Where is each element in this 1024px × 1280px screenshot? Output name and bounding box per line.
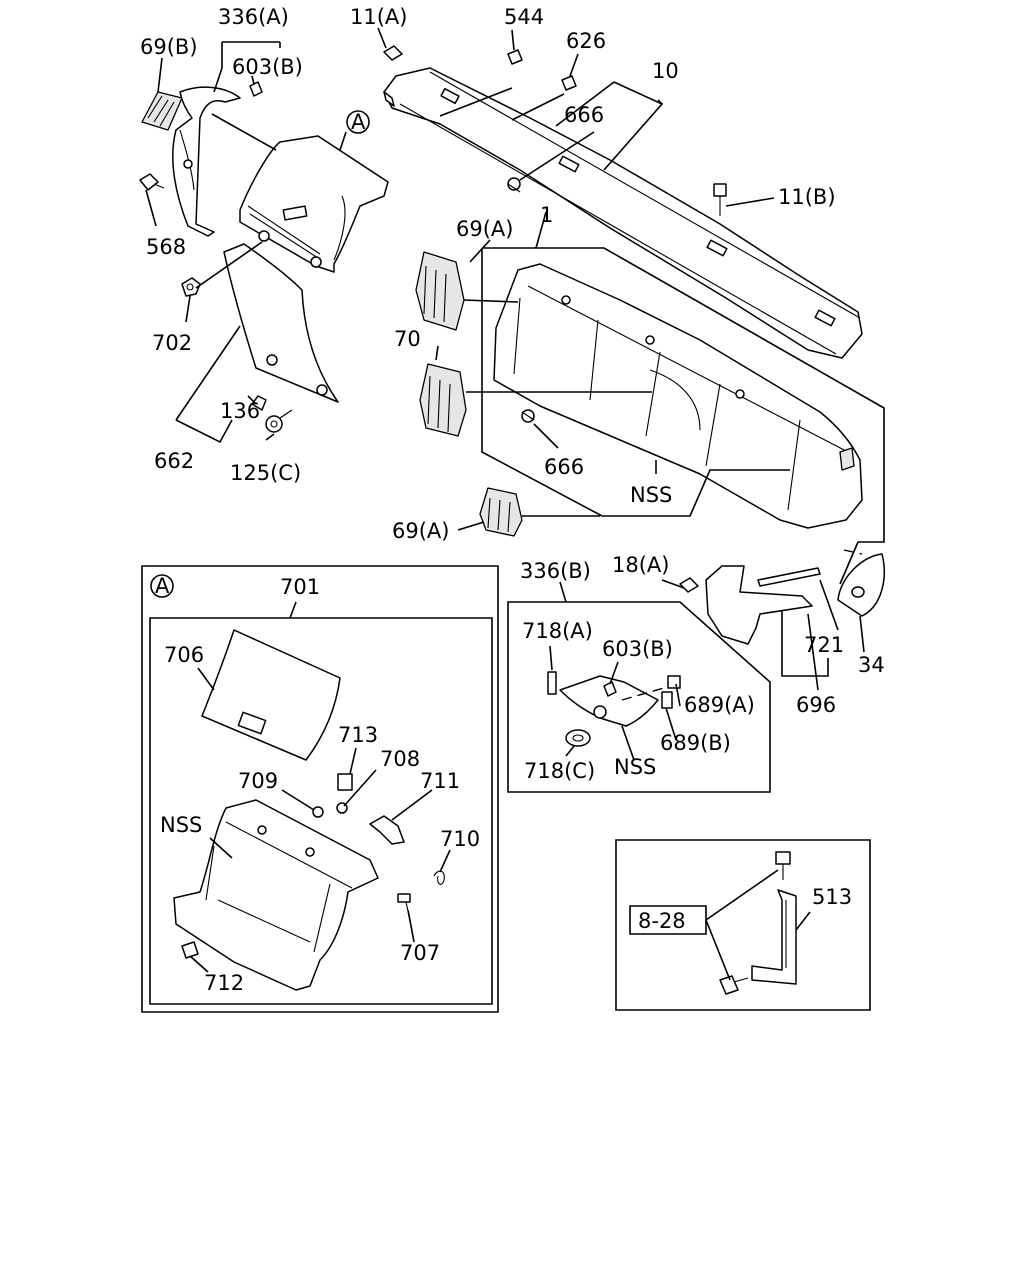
part-11A-bolt bbox=[383, 45, 403, 61]
callout-626: 626 bbox=[566, 29, 606, 53]
callout-710: 710 bbox=[440, 827, 480, 851]
part-10-upper-dash-cover bbox=[383, 67, 863, 359]
part-666-mid-clip bbox=[521, 409, 535, 423]
part-721-strip bbox=[757, 567, 821, 587]
callout-136: 136 bbox=[220, 399, 260, 423]
callout-702: 702 bbox=[152, 331, 192, 355]
part-712-clip bbox=[181, 941, 199, 959]
circle-A-inset bbox=[150, 574, 174, 598]
part-336B-cover bbox=[559, 675, 659, 727]
callout-336A: 336(A) bbox=[218, 5, 289, 29]
callout-568: 568 bbox=[146, 235, 186, 259]
callout-708: 708 bbox=[380, 747, 420, 771]
part-603B-mid-clip bbox=[603, 681, 617, 697]
part-70-center-vent bbox=[419, 363, 467, 437]
callout-662: 662 bbox=[154, 449, 194, 473]
callout-706: 706 bbox=[164, 643, 204, 667]
callout-18A: 18(A) bbox=[612, 553, 669, 577]
part-689A-pad bbox=[667, 675, 681, 689]
part-689B-pad bbox=[661, 691, 673, 709]
callout-69B: 69(B) bbox=[140, 35, 198, 59]
callout-11A: 11(A) bbox=[350, 5, 407, 29]
part-bottom-bolt bbox=[719, 975, 749, 995]
callout-689A: 689(A) bbox=[684, 693, 755, 717]
callout-69A-top: 69(A) bbox=[456, 217, 513, 241]
part-11B-bolt bbox=[713, 183, 727, 216]
part-69A-top-vent bbox=[415, 251, 465, 331]
part-136-clip bbox=[251, 395, 267, 411]
callout-NSS-inset: NSS bbox=[160, 813, 202, 837]
part-69A-bottom-vent bbox=[479, 487, 523, 537]
callout-34: 34 bbox=[858, 653, 885, 677]
circle-A-top bbox=[346, 110, 370, 134]
part-626-screw bbox=[561, 75, 577, 91]
part-top-bolt bbox=[775, 851, 791, 880]
callout-10: 10 bbox=[652, 59, 679, 83]
callout-712: 712 bbox=[204, 971, 244, 995]
callout-603B-mid: 603(B) bbox=[602, 637, 673, 661]
leader-lines bbox=[141, 27, 885, 1013]
part-125C-fastener bbox=[265, 409, 293, 433]
callout-69A-bottom: 69(A) bbox=[392, 519, 449, 543]
part-707-bolt bbox=[397, 893, 413, 931]
callout-713: 713 bbox=[338, 723, 378, 747]
part-glove-housing bbox=[239, 135, 389, 273]
callout-701: 701 bbox=[280, 575, 320, 599]
part-336A-side-trim bbox=[172, 86, 241, 237]
part-18A-bolt bbox=[679, 577, 699, 593]
part-696-bracket bbox=[705, 565, 813, 645]
part-513-bracket bbox=[751, 889, 797, 985]
callout-603B-top: 603(B) bbox=[232, 55, 303, 79]
callout-666-mid: 666 bbox=[544, 455, 584, 479]
callout-NSS-main: NSS bbox=[630, 483, 672, 507]
callout-544: 544 bbox=[504, 5, 544, 29]
callout-718A: 718(A) bbox=[522, 619, 593, 643]
part-713-clip bbox=[337, 773, 353, 791]
callout-labels: 336(A) 69(B) 603(B) 11(A) 544 626 10 666… bbox=[140, 5, 885, 995]
part-662-lower-panel bbox=[223, 243, 339, 403]
part-709-screw bbox=[312, 806, 324, 818]
callout-696: 696 bbox=[796, 693, 836, 717]
part-568-bolt bbox=[139, 173, 165, 191]
callout-336B: 336(B) bbox=[520, 559, 591, 583]
callout-8-28: 8-28 bbox=[638, 909, 686, 933]
callout-718C: 718(C) bbox=[524, 759, 595, 783]
part-69B-side-vent bbox=[141, 91, 183, 131]
callout-513: 513 bbox=[812, 885, 852, 909]
part-glove-box-NSS bbox=[173, 799, 379, 991]
callout-709: 709 bbox=[238, 769, 278, 793]
callout-711: 711 bbox=[420, 769, 460, 793]
callout-A-inset: A bbox=[155, 574, 170, 598]
part-718C-ring bbox=[565, 729, 591, 747]
callout-11B: 11(B) bbox=[778, 185, 836, 209]
callout-125C: 125(C) bbox=[230, 461, 301, 485]
callout-1: 1 bbox=[540, 203, 553, 227]
callout-707: 707 bbox=[400, 941, 440, 965]
callout-721: 721 bbox=[804, 633, 844, 657]
part-706-lid bbox=[201, 629, 341, 761]
part-710-spring bbox=[433, 870, 445, 885]
part-718A-tape bbox=[547, 671, 557, 695]
part-34-cover bbox=[837, 553, 885, 617]
callout-689B: 689(B) bbox=[660, 731, 731, 755]
part-603B-clip bbox=[249, 81, 263, 97]
callout-666-top: 666 bbox=[564, 103, 604, 127]
part-544-screw bbox=[507, 49, 523, 65]
part-702-nut bbox=[181, 277, 201, 297]
part-666-clip bbox=[507, 177, 521, 193]
callout-NSS-sub: NSS bbox=[614, 755, 656, 779]
part-711-bracket bbox=[369, 815, 405, 845]
part-1-instrument-panel-frame bbox=[493, 263, 863, 529]
callout-70: 70 bbox=[394, 327, 421, 351]
callout-A-top: A bbox=[351, 110, 366, 134]
